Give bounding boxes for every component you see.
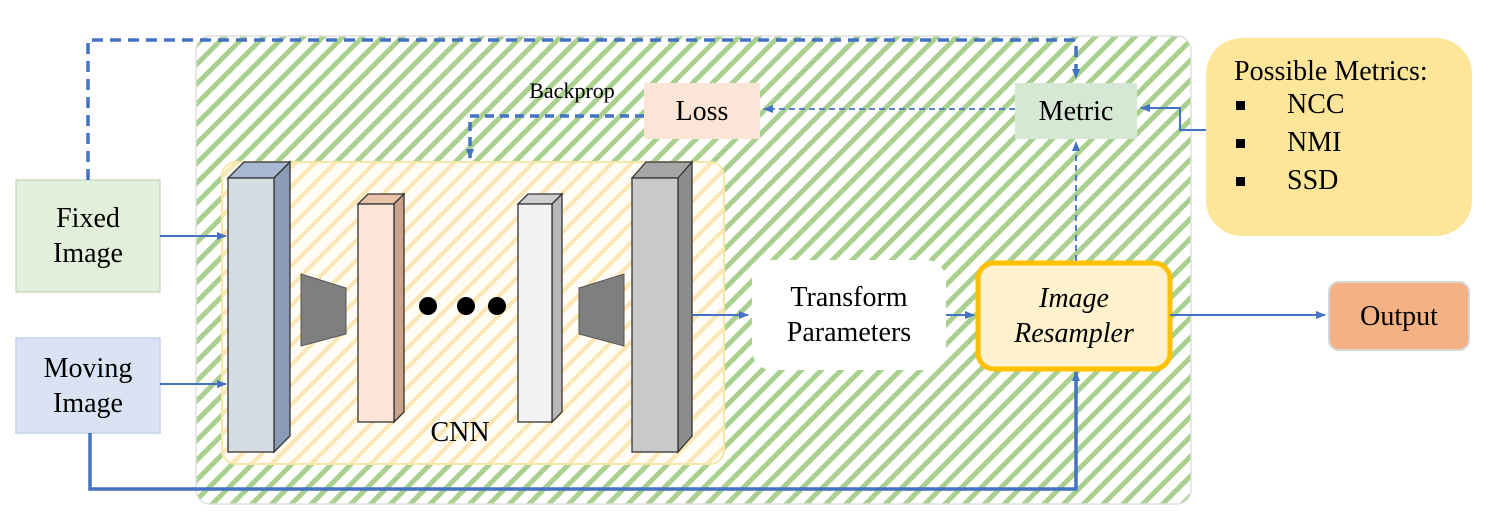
output-box (1328, 281, 1470, 351)
backprop-arrow (466, 114, 644, 159)
metric-item-label: NMI (1287, 127, 1342, 158)
upsample-trapezoid (578, 273, 625, 347)
loss-label: Loss (675, 95, 729, 127)
moving-image-line-1: Moving (43, 352, 133, 384)
transform-line-2: Parameters (786, 317, 912, 348)
downsample-trapezoid (300, 273, 347, 347)
bullet-icon (1236, 176, 1245, 186)
transform-box (752, 260, 946, 370)
bullet-icon (1236, 100, 1245, 110)
ellipsis-dot-2 (457, 297, 475, 315)
cnn-layer-3 (516, 192, 564, 424)
bullet-icon (1236, 138, 1245, 148)
metrics-panel-arrow (1140, 104, 1206, 131)
cnn-region (221, 161, 725, 465)
cnn-layer-2 (356, 192, 406, 424)
ellipsis-dot-1 (419, 297, 437, 315)
transform-line-1: Transform (790, 282, 908, 313)
moving-to-resampler-arrow (88, 371, 1080, 491)
cnn-layer-1 (226, 160, 292, 454)
moving-image-line-2: Image (53, 387, 123, 419)
ellipsis-dot-3 (488, 297, 506, 315)
metric-item-label: NCC (1287, 89, 1345, 120)
metric-item: SSD (1236, 162, 1345, 200)
cnn-label: CNN (430, 416, 490, 448)
metric-item: NCC (1236, 86, 1345, 124)
metric-box (1015, 83, 1137, 139)
possible-metrics-list: NCC NMI SSD (1236, 86, 1345, 200)
resampler-line-2: Resampler (1014, 318, 1134, 349)
possible-metrics-panel (1206, 38, 1472, 236)
fixed-image-line-1: Fixed (56, 203, 120, 234)
fixed-image-line-2: Image (53, 238, 123, 269)
resampler-line-1: Image (1039, 283, 1109, 314)
output-label: Output (1360, 300, 1438, 332)
fixed-to-metric-arrow (86, 38, 1080, 180)
possible-metrics-title: Possible Metrics: (1234, 56, 1428, 87)
metric-label: Metric (1038, 95, 1114, 127)
fixed-image-box (15, 179, 161, 293)
moving-image-box (15, 337, 161, 434)
metric-item: NMI (1236, 124, 1345, 162)
backprop-label: Backprop (529, 78, 615, 104)
metric-item-label: SSD (1287, 165, 1339, 196)
loss-box (644, 83, 760, 139)
cnn-layer-4 (630, 160, 694, 454)
